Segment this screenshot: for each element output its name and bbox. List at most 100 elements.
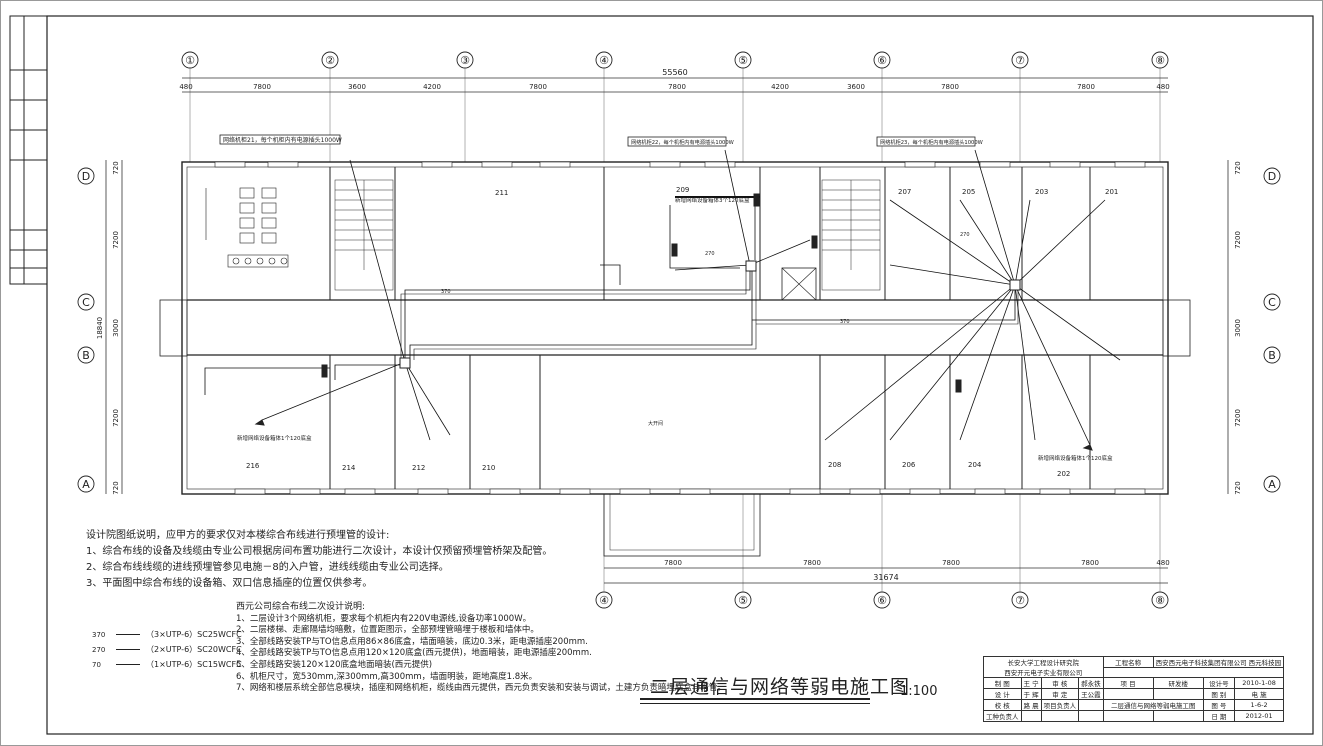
window-top: [904, 161, 936, 168]
secondary-note-item: 2、二层楼梯、走廊隔墙均暗敷，位置距图示，全部预埋管暗埋于楼板和墙体中。: [236, 625, 539, 636]
axis-top-8: ⑧: [1155, 54, 1165, 67]
axis-top-7: ⑦: [1015, 54, 1025, 67]
axis-left-A-circle: [77, 475, 95, 493]
dim-right: 720: [1234, 161, 1242, 174]
cable-legend: 370 （3×UTP-6）SC25WCFC 270（2×UTP-6）SC20WCF…: [92, 627, 242, 672]
window-bottom: [289, 488, 321, 495]
drawing-frame: [46, 15, 1314, 735]
axis-bottom-1: ④: [599, 594, 609, 607]
drawing-scale: 1:100: [900, 684, 938, 699]
title-underline-thin: [640, 703, 870, 704]
window-bottom: [849, 488, 881, 495]
axis-top-3: ③: [460, 54, 470, 67]
axis-right-A-circle: [1263, 475, 1281, 493]
window-bottom: [489, 488, 521, 495]
axis-top-5: ⑤: [738, 54, 748, 67]
design-note-item: 2、综合布线线缆的进线预埋管参见电施－8的入户管，进线线缆由专业公司选择。: [86, 562, 449, 573]
cable-code-370-b: 370: [840, 319, 850, 325]
legend-row: 270（2×UTP-6）SC20WCFC: [92, 642, 242, 657]
window-top: [1049, 161, 1081, 168]
axis-right-C-circle: [1263, 293, 1281, 311]
design-notes-heading: 设计院图纸说明，应甲方的要求仅对本楼综合布线进行预埋管的设计:: [86, 530, 390, 541]
total-dim-bottom: 31674: [873, 573, 898, 582]
window-bottom: [1039, 488, 1071, 495]
dim-bottom: 7800: [942, 559, 960, 567]
room-211: 211: [495, 189, 508, 197]
room-202: 202: [1057, 470, 1070, 478]
legend-text: （3×UTP-6）SC25WCFC: [146, 630, 242, 639]
title-block-org: 长安大学工程设计研究院西安开元电子实业有限公司: [983, 656, 1104, 678]
dim-top: 7800: [529, 83, 547, 91]
legend-code: 370: [92, 630, 106, 639]
axis-left-D-circle: [77, 167, 95, 185]
callout-cabinet-21: 网络机柜21，每个机柜内有电源插头1000W: [223, 136, 342, 144]
dim-left: 7200: [112, 409, 120, 427]
axis-right-B: B: [1268, 349, 1276, 362]
dim-left: 3000: [112, 319, 120, 337]
axis-left-C: C: [82, 296, 90, 309]
window-bottom: [974, 488, 1006, 495]
dimension-lines: [105, 77, 1229, 584]
axis-bottom-2: ⑤: [738, 594, 748, 607]
title-block-spacer: [1102, 667, 1285, 678]
window-bottom: [344, 488, 376, 495]
legend-line: [116, 649, 140, 650]
axis-top-2: ②: [325, 54, 335, 67]
binding-strip: [9, 15, 48, 285]
secondary-notes-heading: 西元公司综合布线二次设计说明:: [236, 602, 366, 612]
axis-right-D-circle: [1263, 167, 1281, 185]
window-top: [539, 161, 571, 168]
drawing-title: 二层通信与网络等弱电施工图: [650, 676, 911, 698]
axis-left-D: D: [82, 170, 90, 183]
room-206: 206: [902, 461, 916, 469]
secondary-note-item: 6、机柜尺寸，宽530mm,深300mm,高300mm，墙面明装，距地高度1.8…: [236, 671, 538, 682]
title-block-project-value: 西安西元电子科技集团有限公司 西元科技园: [1152, 656, 1285, 668]
dim-top: 4200: [771, 83, 789, 91]
secondary-note-item: 4、全部线路安装TP与TO信息点用120×120底盒(西元提供)，地面暗装，距电…: [236, 648, 592, 659]
legend-text: （1×UTP-6）SC15WCFC: [146, 660, 242, 669]
box-note-209: 新增网络设备箱体3个120底盒: [675, 196, 750, 204]
window-bottom: [679, 488, 711, 495]
callout-cabinet-22: 网络机柜22，每个机柜内有电源插头1000W: [631, 138, 734, 146]
window-top: [704, 161, 736, 168]
title-block-project-label: 工程名称: [1102, 656, 1154, 668]
dim-top: 480: [179, 83, 192, 91]
design-note-item: 1、综合布线的设备及线缆由专业公司根据房间布置功能进行二次设计，本设计仅预留预埋…: [86, 546, 553, 557]
total-dim-top: 55560: [662, 68, 687, 77]
dim-top: 3600: [348, 83, 366, 91]
room-209: 209: [676, 186, 689, 194]
window-bottom: [619, 488, 651, 495]
cable-codes: 370 270 370 270: [441, 232, 970, 325]
room-204: 204: [968, 461, 982, 469]
dim-top: 3600: [847, 83, 865, 91]
box-notes: 新增网络设备箱体1个120底盒 新增网络设备箱体3个120底盒 新增网络设备箱体…: [237, 196, 1113, 462]
room-labels: 211 209 207 205 203 201 216 214 212 210 …: [246, 186, 1118, 478]
callout-cabinet-23: 网络机柜23，每个机柜内有电源插头1000W: [880, 138, 983, 146]
axis-left-B-circle: [77, 346, 95, 364]
dim-top: 7800: [253, 83, 271, 91]
axis-bottom-3: ⑥: [877, 594, 887, 607]
window-bottom: [1114, 488, 1146, 495]
dim-bottom: 480: [1156, 559, 1169, 567]
axis-right-B-circle: [1263, 346, 1281, 364]
room-214: 214: [342, 464, 356, 472]
room-207: 207: [898, 188, 911, 196]
axis-left-B: B: [82, 349, 90, 362]
axis-bottom-5: ⑧: [1155, 594, 1165, 607]
window-bottom: [417, 488, 449, 495]
room-208: 208: [828, 461, 841, 469]
window-bottom: [789, 488, 821, 495]
title-block: 长安大学工程设计研究院西安开元电子实业有限公司 工程名称 西安西元电子科技集团有…: [983, 656, 1285, 722]
secondary-note-item: 3、全部线路安装TP与TO信息点用86×86底盒，墙面暗装，底边0.3米，距电源…: [236, 636, 588, 647]
axis-right-D: D: [1268, 170, 1276, 183]
dim-top: 7800: [941, 83, 959, 91]
window-top: [267, 161, 299, 168]
axis-top-6: ⑥: [877, 54, 887, 67]
callout-boxes: [219, 134, 976, 147]
